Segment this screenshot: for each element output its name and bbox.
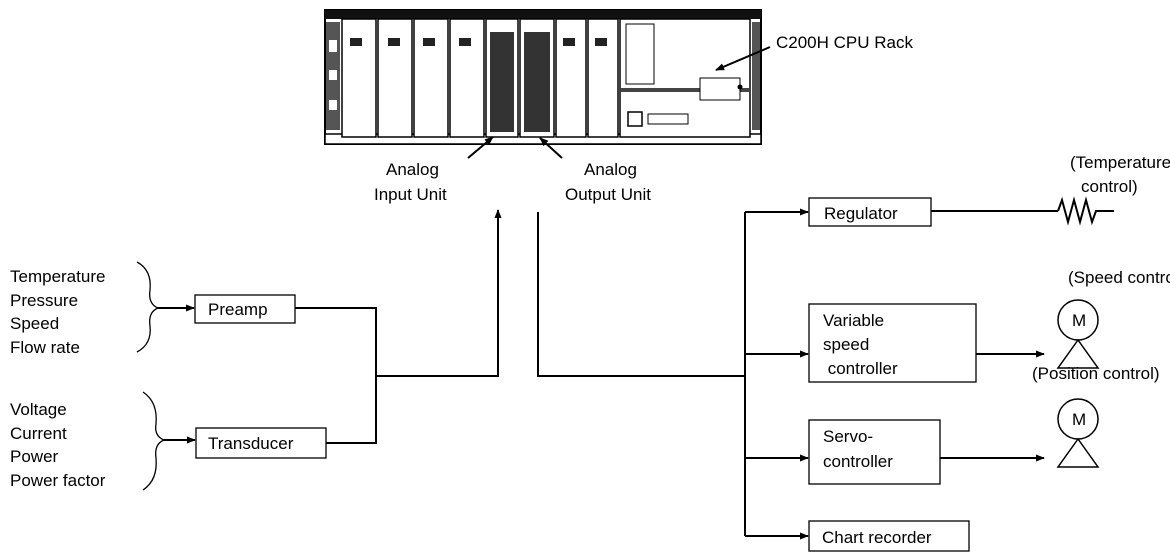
analog-input-label-line2: Input Unit [374, 185, 447, 204]
variable-speed-label-line3: controller [823, 359, 898, 378]
preamp-block: Preamp [194, 294, 296, 324]
analog-output-pointer-arrow [539, 137, 563, 159]
servo-label-line1: Servo- [823, 427, 873, 446]
transducer-block: Transducer [195, 427, 327, 459]
temperature-control-label-line2: control) [1081, 177, 1138, 196]
regulator-block: Regulator [808, 197, 932, 227]
chart-recorder-label: Chart recorder [822, 528, 932, 547]
output-wiring-from-rack [537, 212, 745, 377]
temperature-control-label-line1: (Temperature [1070, 153, 1170, 172]
cpu-unit [619, 18, 751, 138]
speed-control-label: (Speed control) [1068, 268, 1170, 287]
analog-output-label-line1: Analog [584, 160, 637, 179]
sensor-label-speed: Speed [10, 314, 59, 333]
io-module-slots [341, 18, 485, 138]
sensor-label-pressure: Pressure [10, 291, 78, 310]
analog-input-label-line1: Analog [386, 160, 439, 179]
sensor-label-power-factor: Power factor [10, 471, 106, 490]
io-module-slots-right [555, 18, 619, 138]
sensor-label-voltage: Voltage [10, 400, 67, 419]
speed-motor-label: M [1072, 311, 1086, 330]
variable-speed-label-line2: speed [823, 335, 869, 354]
position-motor-label: M [1072, 410, 1086, 429]
regulator-label: Regulator [824, 204, 898, 223]
resistor-heater-icon [1057, 196, 1114, 226]
cpu-rack-pointer-arrow [715, 46, 771, 71]
cpu-rack-label: C200H CPU Rack [776, 33, 913, 52]
transducer-label: Transducer [208, 434, 294, 453]
servo-controller-block: Servo- controller [808, 419, 941, 485]
analog-unit-modules [485, 18, 555, 138]
sensor-group-1-brace [136, 261, 160, 353]
sensor-group-2-brace [142, 391, 166, 491]
position-motor-icon: M [1056, 398, 1100, 468]
sensor-label-flow-rate: Flow rate [10, 338, 80, 357]
position-control-label: (Position control) [1032, 364, 1160, 383]
sensor-label-temperature: Temperature [10, 267, 105, 286]
sensor-group-1: Temperature Pressure Speed Flow rate [10, 261, 160, 357]
variable-speed-controller-block: Variable speed controller [808, 303, 977, 383]
speed-motor-icon: M [1056, 299, 1100, 369]
input-wiring-combine [295, 307, 377, 444]
analog-output-label-line2: Output Unit [565, 185, 651, 204]
input-wiring-to-rack [376, 230, 499, 377]
preamp-label: Preamp [208, 300, 268, 319]
servo-label-line2: controller [823, 452, 893, 471]
cpu-rack-image [324, 9, 762, 145]
analog-input-pointer-arrow [467, 136, 494, 159]
sensor-label-power: Power [10, 447, 59, 466]
variable-speed-label-line1: Variable [823, 311, 884, 330]
sensor-group-2: Voltage Current Power Power factor [10, 391, 166, 491]
chart-recorder-block: Chart recorder [808, 520, 970, 552]
sensor-label-current: Current [10, 424, 67, 443]
